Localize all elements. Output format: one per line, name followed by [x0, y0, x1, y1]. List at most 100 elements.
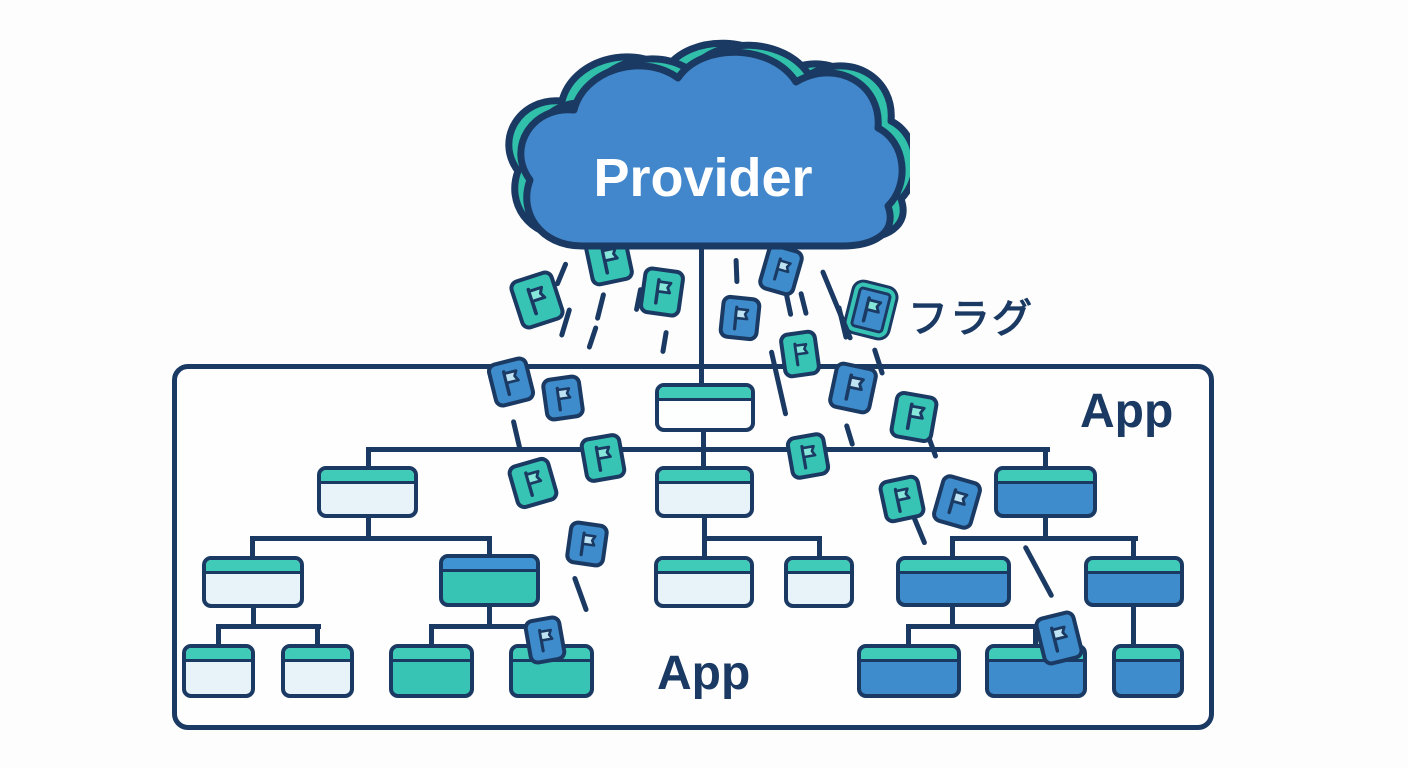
flag-icon — [540, 373, 586, 423]
motion-dash — [594, 291, 607, 321]
flag-glyph — [893, 486, 911, 513]
tree-node-l4-2 — [281, 644, 354, 698]
tree-connector — [699, 246, 704, 386]
tree-node-l4-3 — [389, 644, 474, 698]
node-header-bar — [321, 470, 414, 484]
motion-dash — [783, 291, 794, 317]
tree-connector — [1131, 604, 1136, 648]
tree-connector — [429, 624, 554, 629]
node-header-bar — [659, 470, 750, 484]
motion-dash — [659, 329, 669, 355]
flag-icon — [929, 472, 985, 532]
app-label-bottom: App — [657, 647, 751, 700]
tree-node-l3-right-1 — [896, 556, 1011, 607]
flag-icon — [717, 294, 763, 342]
flag-glyph — [792, 342, 809, 367]
flag-icon — [582, 231, 636, 289]
node-header-bar — [998, 470, 1093, 484]
flag-glyph — [555, 386, 572, 411]
flag-jp-label: フラグ — [908, 297, 1034, 341]
provider-label: Provider — [593, 148, 812, 208]
flag-icon — [505, 454, 561, 512]
flag-icon — [507, 268, 567, 332]
flag-glyph — [594, 445, 612, 472]
node-header-bar — [206, 560, 300, 574]
node-header-bar — [658, 560, 750, 574]
tree-connector — [906, 624, 1038, 629]
node-header-bar — [1116, 648, 1180, 662]
tree-node-l2-right — [994, 466, 1097, 518]
tree-connector — [1131, 538, 1136, 559]
node-header-bar — [186, 648, 251, 662]
tree-connector — [950, 536, 1138, 541]
node-header-bar — [393, 648, 470, 662]
flag-glyph — [843, 373, 865, 401]
flag-glyph — [501, 369, 520, 397]
tree-connector — [250, 538, 255, 559]
flag-glyph — [732, 305, 750, 330]
tree-connector — [1043, 516, 1048, 540]
tree-connector — [950, 538, 955, 559]
flag-glyph — [526, 285, 547, 316]
flag-glyph — [947, 487, 969, 514]
tree-node-l4-5 — [857, 644, 961, 698]
flag-glyph — [861, 295, 883, 322]
node-header-bar — [861, 648, 957, 662]
app-label-top-right: App — [1080, 385, 1174, 438]
tree-node-l4-7 — [1112, 644, 1184, 698]
tree-node-l3-left-2 — [439, 554, 540, 607]
tree-node-l2-left — [317, 466, 418, 518]
flag-icon — [777, 328, 823, 380]
flag-icon — [578, 431, 628, 485]
tree-connector — [366, 447, 1050, 452]
flag-icon — [888, 389, 940, 445]
flag-glyph — [654, 278, 673, 305]
tree-connector — [216, 624, 321, 629]
motion-dash — [797, 290, 809, 316]
cloud-body — [517, 48, 906, 250]
tree-connector — [702, 536, 822, 541]
node-header-bar — [659, 387, 751, 401]
tree-connector — [250, 536, 492, 541]
flag-icon — [637, 265, 687, 319]
node-header-bar — [788, 560, 850, 574]
tree-connector — [1043, 449, 1048, 469]
node-header-bar — [443, 558, 536, 572]
flag-icon — [826, 359, 880, 417]
tree-connector — [950, 604, 955, 628]
flag-glyph — [772, 257, 792, 281]
flag-icon — [564, 519, 610, 569]
provider-cloud: Provider — [505, 39, 910, 250]
tree-node-l2-center — [655, 466, 754, 518]
flag-glyph — [579, 531, 597, 556]
flag-glyph — [537, 628, 554, 653]
tree-connector — [216, 626, 221, 647]
tree-connector — [251, 605, 256, 628]
flag-icon — [522, 614, 568, 666]
flag-glyph — [523, 470, 542, 498]
tree-connector — [1033, 626, 1038, 647]
flag-glyph — [599, 246, 619, 275]
tree-node-l3-center-2 — [784, 556, 854, 608]
tree-node-l3-left-1 — [202, 556, 304, 608]
tree-node-l3-right-2 — [1084, 556, 1184, 607]
tree-connector — [366, 516, 371, 540]
tree-connector — [487, 538, 492, 557]
node-header-bar — [1088, 560, 1180, 574]
tree-connector — [817, 538, 822, 559]
tree-connector — [701, 431, 706, 469]
tree-node-l3-center-1 — [654, 556, 754, 608]
tree-connector — [366, 449, 371, 469]
flag-icon — [876, 473, 928, 525]
flag-icon — [485, 354, 537, 410]
tree-node-l4-1 — [182, 644, 255, 698]
tree-node-root — [655, 383, 755, 432]
flag-glyph — [905, 402, 926, 430]
tree-connector — [487, 604, 492, 628]
flag-icon — [1032, 608, 1086, 668]
flag-icon — [844, 280, 898, 340]
tree-connector — [315, 626, 320, 647]
flag-icon — [756, 241, 806, 299]
tree-connector — [429, 626, 434, 647]
